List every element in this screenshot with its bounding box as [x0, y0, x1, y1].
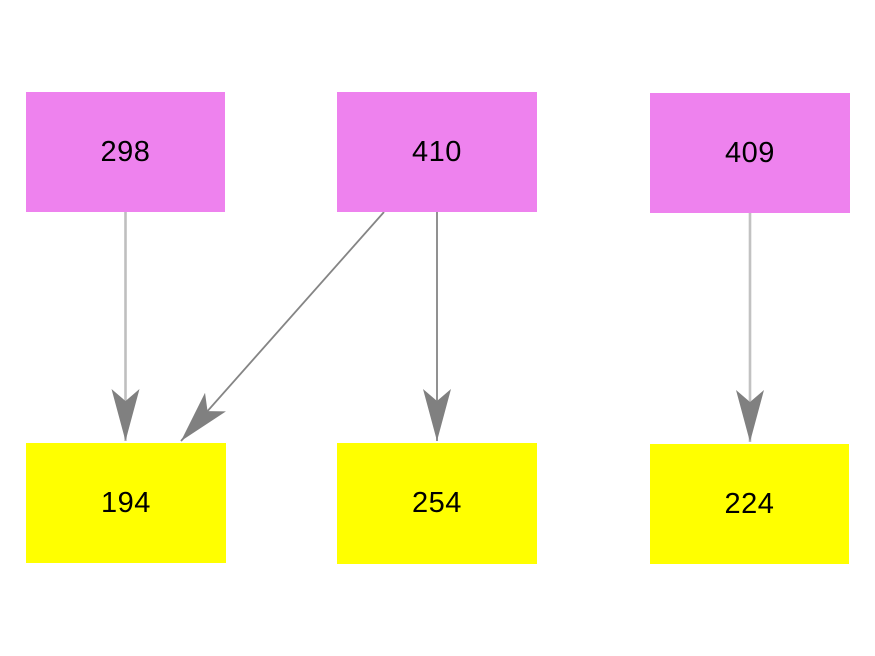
node-label: 298 — [100, 135, 151, 168]
edge-410-to-194 — [180, 211, 385, 442]
node-label: 224 — [724, 487, 775, 520]
node-194: 194 — [26, 443, 226, 563]
node-label: 254 — [412, 487, 462, 519]
node-298: 298 — [26, 92, 225, 212]
edges-group — [111, 211, 764, 442]
node-label: 410 — [412, 135, 462, 168]
node-410: 410 — [337, 92, 537, 212]
node-409: 409 — [650, 93, 850, 213]
node-label: 194 — [101, 486, 151, 519]
node-224: 224 — [650, 444, 849, 564]
node-label: 409 — [725, 136, 775, 169]
node-254: 254 — [337, 443, 537, 564]
